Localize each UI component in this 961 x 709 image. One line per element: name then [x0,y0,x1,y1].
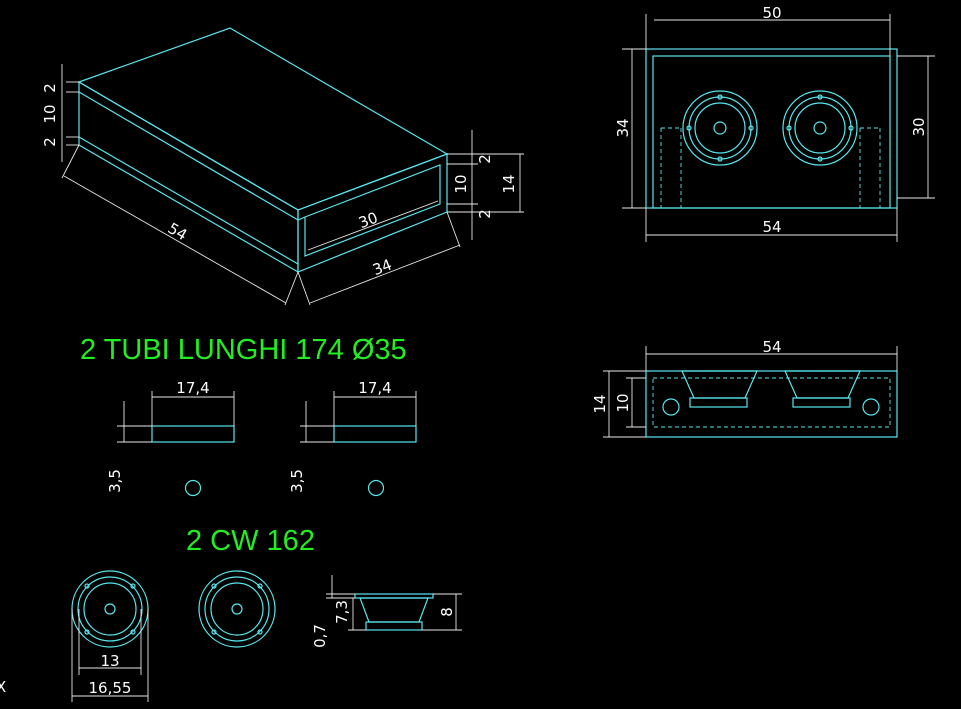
speaker-side-view: 0,7 7,3 8 [311,575,462,648]
iso-dim-r1: 2 [476,154,494,164]
speaker-dim-depth-b: 8 [438,607,456,617]
speaker-dim-depth-a: 7,3 [333,600,351,624]
tube-2-length: 17,4 [358,379,391,397]
speaker-dim-flange: 0,7 [311,624,329,648]
tube-1-length: 17,4 [176,379,209,397]
tube-2-diameter: 3,5 [288,469,306,493]
iso-dim-length: 54 [165,219,191,244]
speaker-dim-inner: 13 [100,652,119,670]
iso-dim-t1: 2 [41,83,59,93]
tube-1: 17,4 3,5 [106,379,235,497]
iso-dim-t3: 2 [41,137,59,147]
iso-dim-r3: 2 [476,209,494,219]
front-dim-width-top: 50 [762,4,781,22]
tube-1-diameter: 3,5 [106,469,124,493]
front-view: 50 34 30 54 [614,4,935,242]
top-dim-height-outer: 14 [591,394,609,413]
top-dim-height-inner: 10 [614,393,632,412]
iso-dim-height: 14 [500,174,518,193]
corner-x-glyph: X [0,678,6,696]
speaker-1: 13 16,55 [71,570,149,702]
title-tubes: 2 TUBI LUNGHI 174 Ø35 [80,334,407,366]
top-view: 54 14 10 [591,338,898,438]
isometric-box: 2 10 2 54 30 34 2 10 2 14 [41,27,524,306]
iso-dim-r2: 10 [452,174,470,193]
speaker-dim-outer: 16,55 [89,679,132,697]
speaker-2 [198,570,276,648]
iso-dim-inner-width: 30 [356,209,380,233]
front-dim-height-right: 30 [910,117,928,136]
front-dim-height-left: 34 [614,118,632,137]
top-dim-width: 54 [762,338,781,356]
iso-dim-t2: 10 [41,104,59,123]
front-dim-width-bottom: 54 [762,218,781,236]
tube-2: 17,4 3,5 [288,379,417,497]
title-speakers: 2 CW 162 [186,525,315,557]
iso-dim-width: 34 [370,256,394,280]
